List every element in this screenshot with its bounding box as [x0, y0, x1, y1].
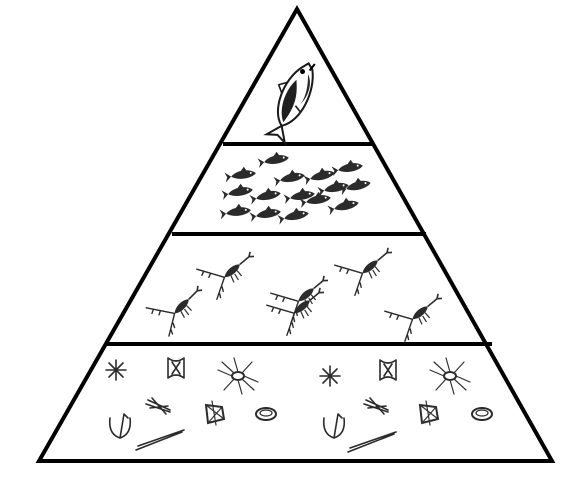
- small-fish-icon: [249, 204, 282, 222]
- phytoplankton-disc-icon: [256, 408, 276, 420]
- phytoplankton-needle-cluster-icon: [364, 398, 388, 414]
- phytoplankton-disc-icon: [472, 408, 492, 420]
- small-fish-icon: [249, 185, 282, 204]
- phytoplankton-net-cell-icon: [206, 401, 224, 425]
- zooplankton-icon: [194, 236, 261, 300]
- small-fish-icon: [327, 195, 360, 215]
- phytoplankton-diatom-chain-icon: [380, 360, 396, 380]
- tier-1-apex-predator: [258, 54, 323, 144]
- phytoplankton-anchor-icon: [110, 414, 131, 438]
- phytoplankton-needle-cluster-icon: [146, 398, 170, 414]
- zooplankton-icon: [268, 260, 335, 324]
- zooplankton-icon: [143, 271, 209, 337]
- small-fish-icon: [221, 182, 254, 200]
- phytoplankton-rod-icon: [136, 430, 184, 450]
- phytoplankton-rod-icon: [348, 432, 396, 452]
- small-fish-icon: [257, 150, 290, 168]
- small-fish-icon: [219, 202, 252, 219]
- zooplankton-icon: [332, 232, 399, 296]
- zooplankton-icon: [382, 278, 449, 342]
- phytoplankton-spiky-cell-icon: [218, 358, 258, 394]
- phytoplankton-star-icon: [106, 360, 126, 380]
- small-fish-icon: [331, 158, 364, 176]
- tier-3-zooplankton: [143, 232, 448, 342]
- phytoplankton-net-cell-icon: [420, 401, 438, 425]
- small-fish-icon: [317, 177, 350, 196]
- phytoplankton-spiky-cell-icon: [430, 358, 470, 394]
- phytoplankton-star-icon: [320, 366, 340, 386]
- large-fish-icon: [258, 54, 323, 144]
- phytoplankton-diatom-chain-icon: [168, 358, 184, 378]
- small-fish-icon: [303, 165, 336, 185]
- tier-4-phytoplankton: [106, 358, 492, 452]
- phytoplankton-anchor-icon: [324, 414, 345, 438]
- tier-2-small-fish: [219, 150, 372, 225]
- small-fish-icon: [277, 205, 310, 224]
- small-fish-icon: [273, 167, 306, 186]
- small-fish-icon: [224, 165, 257, 182]
